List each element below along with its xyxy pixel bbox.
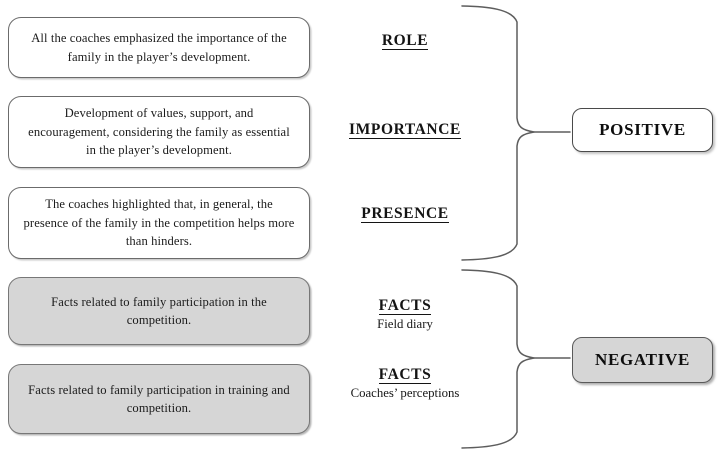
brace-negative-icon [458,264,578,453]
statement-text-facts-field-diary: Facts related to family participation in… [51,294,267,327]
statement-box-presence: The coaches highlighted that, in general… [8,187,310,259]
statement-box-role: All the coaches emphasized the importanc… [8,17,310,78]
category-title-importance: IMPORTANCE [349,121,461,140]
statement-text-facts-coaches-perceptions: Facts related to family participation in… [28,382,290,415]
category-role: ROLE [330,32,480,51]
category-importance: IMPORTANCE [324,121,486,140]
outcome-box-positive: POSITIVE [572,108,713,152]
outcome-label-negative: NEGATIVE [594,350,691,369]
statement-box-importance: Development of values, support, and enco… [8,96,310,168]
statement-box-facts-coaches-perceptions: Facts related to family participation in… [8,364,310,434]
statement-text-importance: Development of values, support, and enco… [28,106,290,158]
category-title-facts-field-diary: FACTS [378,297,432,316]
category-facts-field-diary: FACTS Field diary [330,297,480,333]
category-subtitle-facts-field-diary: Field diary [377,317,433,332]
category-title-facts-coaches-perceptions: FACTS [378,366,432,385]
category-title-role: ROLE [381,32,429,51]
statement-box-facts-field-diary: Facts related to family participation in… [8,277,310,345]
outcome-label-positive: POSITIVE [599,120,686,139]
category-presence: PRESENCE [330,205,480,224]
outcome-box-negative: NEGATIVE [572,337,713,383]
statement-text-role: All the coaches emphasized the importanc… [31,31,287,64]
category-facts-coaches-perceptions: FACTS Coaches’ perceptions [330,366,480,402]
statement-text-presence: The coaches highlighted that, in general… [23,197,295,249]
category-title-presence: PRESENCE [361,205,449,224]
category-subtitle-facts-coaches-perceptions: Coaches’ perceptions [350,386,460,401]
